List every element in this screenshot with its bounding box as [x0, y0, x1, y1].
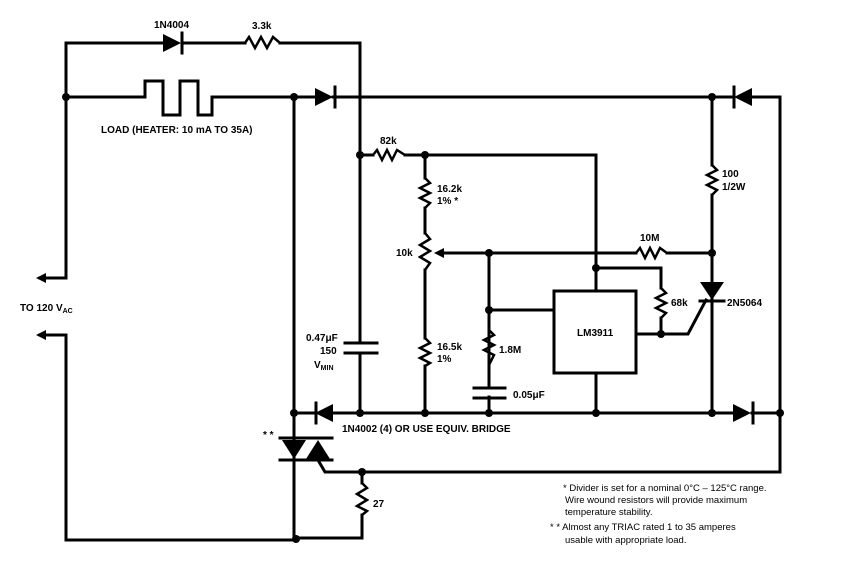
capacitor-0-05uf: 0.05μF	[472, 386, 545, 401]
ac-supply-label: TO 120 VAC	[20, 303, 73, 315]
potentiometer-10k: 10k	[396, 232, 444, 271]
diode-symbol	[315, 88, 333, 106]
resistor-10m-label: 10M	[640, 233, 659, 244]
wiper-arrow-icon	[434, 248, 444, 258]
diode-1n4004: 1N4004	[154, 20, 189, 55]
resistor-82k: 82k	[372, 136, 406, 163]
ic-lm3911: LM3911	[552, 266, 638, 375]
resistor-1-8m-label: 1.8M	[499, 345, 521, 356]
diode-symbol	[163, 34, 181, 52]
scr-2n5064: 2N5064	[698, 282, 762, 309]
scr-2n5064-label: 2N5064	[727, 298, 762, 309]
ac-supply: TO 120 VAC	[20, 273, 73, 340]
junction-dot	[356, 151, 364, 159]
scr-symbol	[700, 282, 724, 300]
junction-dot	[708, 93, 716, 101]
junction-dot	[708, 409, 716, 417]
triac: * *	[263, 411, 334, 462]
junction-dot	[657, 330, 665, 338]
terminal-arrow-icon	[36, 273, 46, 283]
load-label: LOAD (HEATER: 10 mA TO 35A)	[101, 125, 253, 136]
junction-dot	[421, 409, 429, 417]
junction-dot	[592, 409, 600, 417]
resistor-16-2k-tolerance: 1% *	[437, 196, 458, 207]
junction-dot	[776, 409, 784, 417]
wires	[38, 41, 782, 542]
junction-dot	[708, 249, 716, 257]
junction-dot	[421, 151, 429, 159]
triac-label: * *	[263, 430, 274, 441]
capacitor-0-47uf-voltage: 150	[320, 346, 337, 357]
junction-dot	[485, 409, 493, 417]
diode-bottom-left	[314, 401, 333, 425]
diode-bottom-right	[733, 401, 755, 425]
diode-symbol	[315, 404, 333, 422]
resistor-16-5k-tolerance: 1%	[437, 354, 452, 365]
resistor-3-3k-label: 3.3k	[252, 21, 272, 32]
diode-symbol	[734, 88, 752, 106]
footnote-line: usable with appropriate load.	[565, 535, 686, 546]
capacitor-0-47uf: 0.47μF 150 VMIN	[306, 333, 379, 372]
resistor-16-2k-label: 16.2k	[437, 184, 462, 195]
triac-symbol-up	[306, 440, 330, 459]
bridge-label: 1N4002 (4) OR USE EQUIV. BRIDGE	[342, 424, 511, 435]
diode-main	[315, 85, 337, 109]
resistor-16-5k-label: 16.5k	[437, 342, 462, 353]
capacitor-0-47uf-label: 0.47μF	[306, 333, 338, 344]
resistor-27-label: 27	[373, 499, 385, 510]
junctions	[62, 93, 784, 543]
resistor-100-rating: 1/2W	[722, 182, 746, 193]
junction-dot	[358, 468, 366, 476]
diode-1n4004-label: 1N4004	[154, 20, 189, 31]
resistor-100-ohm: 100 1/2W	[704, 164, 746, 196]
capacitor-0-05uf-label: 0.05μF	[513, 390, 545, 401]
terminal-arrow-icon	[36, 330, 46, 340]
resistor-68k-label: 68k	[671, 298, 688, 309]
resistor-27: 27	[354, 482, 385, 516]
capacitor-0-47uf-vmin: VMIN	[314, 360, 334, 372]
triac-symbol-down	[282, 440, 306, 459]
footnotes: * Divider is set for a nominal 0°C – 125…	[550, 483, 767, 546]
resistor-1-8m: 1.8M	[481, 308, 521, 390]
footnote-line: * * Almost any TRIAC rated 1 to 35 amper…	[550, 522, 736, 533]
diode-symbol	[733, 404, 751, 422]
junction-dot	[356, 409, 364, 417]
ic-lm3911-label: LM3911	[577, 328, 614, 339]
resistor-10m: 10M	[635, 233, 668, 261]
resistor-82k-label: 82k	[380, 136, 397, 147]
footnote-line: Wire wound resistors will provide maximu…	[565, 495, 747, 506]
resistor-68k: 68k	[653, 287, 688, 319]
resistor-100-label: 100	[722, 169, 739, 180]
junction-dot	[485, 249, 493, 257]
resistor-3-3k: 3.3k	[243, 21, 281, 51]
junction-dot	[290, 93, 298, 101]
junction-dot	[292, 535, 300, 543]
junction-dot	[62, 93, 70, 101]
resistor-16-5k: 16.5k 1%	[417, 337, 462, 368]
resistor-16-2k: 16.2k 1% *	[417, 177, 462, 209]
diode-top-right	[732, 85, 752, 109]
footnote-line: * Divider is set for a nominal 0°C – 125…	[563, 483, 767, 494]
footnote-line: temperature stability.	[565, 507, 652, 518]
potentiometer-10k-label: 10k	[396, 248, 413, 259]
